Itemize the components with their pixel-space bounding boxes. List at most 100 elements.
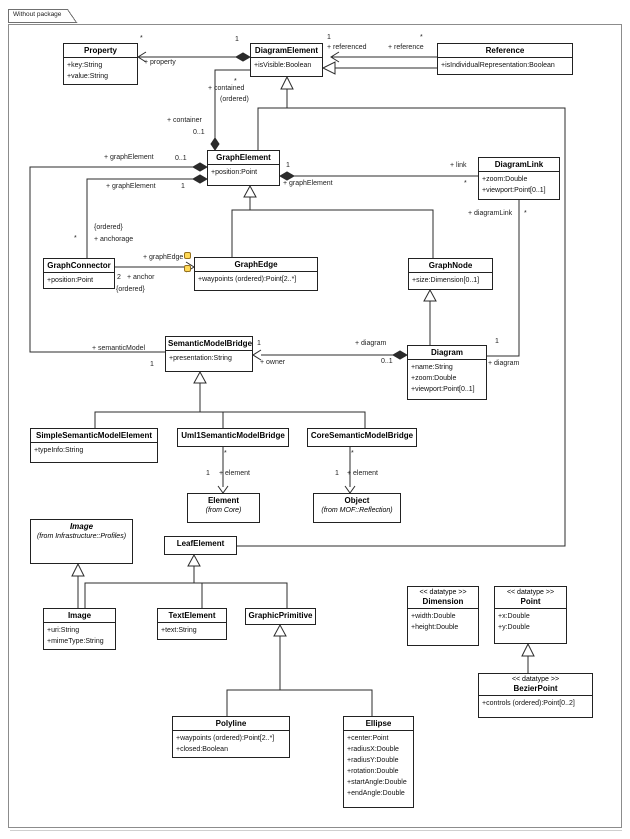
edge-label: 1 bbox=[181, 183, 185, 190]
class-attribute: +x:Double bbox=[498, 613, 530, 620]
class-title: SimpleSemanticModelElement bbox=[31, 429, 157, 442]
class-bezier-point[interactable]: << datatype >>BezierPoint+controls (orde… bbox=[478, 673, 593, 718]
class-attribute: +controls (ordered):Point[0..2] bbox=[482, 700, 575, 707]
class-graph-connector[interactable]: GraphConnector +position:Point bbox=[43, 258, 115, 289]
edge-label: + diagram bbox=[355, 340, 387, 347]
class-attribute: +height:Double bbox=[411, 624, 459, 631]
edge-label: + reference bbox=[388, 44, 424, 51]
composition-diamond-icon bbox=[191, 174, 209, 184]
class-simple-semantic-model-element[interactable]: SimpleSemanticModelElement+typeInfo:Stri… bbox=[30, 428, 158, 463]
class-name: Polyline bbox=[215, 719, 247, 728]
edge-label: + graphElement bbox=[283, 180, 333, 187]
class-leaf-element[interactable]: LeafElement bbox=[164, 536, 237, 555]
edge-label: + diagramLink bbox=[468, 210, 513, 217]
class-attribute: +uri:String bbox=[47, 627, 80, 634]
class-title: GraphEdge bbox=[195, 258, 317, 271]
class-diagram-link[interactable]: DiagramLink +zoom:Double+viewport:Point[0… bbox=[478, 157, 560, 200]
edge-label: + element bbox=[219, 470, 250, 477]
edge-label: 1 bbox=[206, 470, 210, 477]
class-name: CoreSemanticModelBridge bbox=[310, 431, 414, 440]
edge-label: * bbox=[351, 450, 354, 457]
class-attribute: +startAngle:Double bbox=[347, 779, 407, 786]
class-graphic-primitive[interactable]: GraphicPrimitive bbox=[245, 608, 316, 625]
edge-label: 0..1 bbox=[381, 358, 393, 365]
class-title: DiagramElement bbox=[251, 44, 322, 57]
class-name: GraphConnector bbox=[47, 261, 111, 270]
class-attribute: +presentation:String bbox=[169, 355, 232, 362]
class-graph-edge[interactable]: GraphEdge+waypoints (ordered):Point[2..*… bbox=[194, 257, 318, 291]
class-name: Diagram bbox=[430, 348, 463, 357]
class-attributes: +zoom:Double+viewport:Point[0..1] bbox=[479, 171, 559, 199]
package-tab[interactable]: Without package bbox=[13, 10, 61, 20]
composition-diamond-icon bbox=[278, 171, 296, 181]
class-semantic-model-bridge[interactable]: SemanticModelBridge +presentation:String bbox=[165, 336, 253, 372]
class-attribute: +size:Dimension[0..1] bbox=[412, 277, 480, 284]
edge-label: 1 bbox=[327, 34, 331, 41]
class-attribute: +width:Double bbox=[411, 613, 456, 620]
edge-label: 1 bbox=[150, 361, 154, 368]
class-image-profiles[interactable]: Image(from Infrastructure::Profiles) bbox=[30, 519, 133, 564]
class-reference[interactable]: Reference+isIndividualRepresentation:Boo… bbox=[437, 43, 573, 75]
class-graph-node[interactable]: GraphNode +size:Dimension[0..1] bbox=[408, 258, 493, 290]
class-attribute: +text:String bbox=[161, 627, 197, 634]
gen-graphicprimitive-bus bbox=[226, 636, 373, 716]
class-name: DiagramElement bbox=[254, 46, 319, 55]
class-text-element[interactable]: TextElement +text:String bbox=[157, 608, 227, 640]
edge-label: + property bbox=[144, 59, 176, 66]
class-attribute: +rotation:Double bbox=[347, 768, 399, 775]
class-attributes: +width:Double +height:Double bbox=[408, 608, 478, 645]
class-title: Reference bbox=[438, 44, 572, 57]
class-image[interactable]: Image+uri:String+mimeType:String bbox=[43, 608, 116, 650]
class-element[interactable]: Element(from Core) bbox=[187, 493, 260, 523]
package-tab-label: Without package bbox=[13, 11, 62, 18]
edge-label: * bbox=[464, 180, 467, 187]
class-title: << datatype >>Point bbox=[495, 587, 566, 608]
edge-label: * bbox=[234, 78, 237, 85]
gen-diagramelement-bus bbox=[237, 89, 566, 547]
edge-label: * bbox=[224, 450, 227, 457]
class-polyline[interactable]: Polyline +waypoints (ordered):Point[2..*]… bbox=[172, 716, 290, 758]
class-core-semantic-model-bridge[interactable]: CoreSemanticModelBridge bbox=[307, 428, 417, 447]
class-attributes: +position:Point bbox=[44, 272, 114, 288]
open-arrow-icon bbox=[344, 485, 356, 494]
class-name: Property bbox=[84, 46, 117, 55]
class-title: GraphConnector bbox=[44, 259, 114, 272]
class-name: BezierPoint bbox=[513, 684, 558, 693]
edge-label: 2 bbox=[117, 274, 121, 281]
generalization-triangle-icon bbox=[71, 562, 85, 577]
class-point[interactable]: << datatype >>Point+x:Double+y:Double bbox=[494, 586, 567, 644]
class-diagram-element[interactable]: DiagramElement+isVisible:Boolean bbox=[250, 43, 323, 77]
class-attributes: +center:Point+radiusX:Double+radiusY:Dou… bbox=[344, 730, 413, 807]
class-title: DiagramLink bbox=[479, 158, 559, 171]
class-name: TextElement bbox=[168, 611, 216, 620]
class-name: Image bbox=[67, 611, 92, 620]
critic-icon[interactable] bbox=[184, 252, 191, 259]
class-attributes: +waypoints (ordered):Point[2..*]+closed:… bbox=[173, 730, 289, 757]
class-dimension[interactable]: << datatype >>Dimension+width:Double+hei… bbox=[407, 586, 479, 646]
class-ellipse[interactable]: Ellipse+center:Point+radiusX:Double+radi… bbox=[343, 716, 414, 808]
edge-label: + anchorage bbox=[94, 236, 134, 243]
class-attributes: +isIndividualRepresentation:Boolean bbox=[438, 57, 572, 74]
class-uml1-semantic-model-bridge[interactable]: Uml1SemanticModelBridge bbox=[177, 428, 289, 447]
critic-icon[interactable] bbox=[184, 265, 191, 272]
edge-label: {ordered} bbox=[94, 224, 123, 231]
class-name: DiagramLink bbox=[494, 160, 544, 169]
class-attribute: +position:Point bbox=[211, 169, 258, 176]
class-name: GraphicPrimitive bbox=[248, 611, 313, 620]
class-attributes: +presentation:String bbox=[166, 350, 252, 371]
class-name: SemanticModelBridge bbox=[168, 339, 253, 348]
class-property[interactable]: Property+key:String+value:String bbox=[63, 43, 138, 85]
edge-label: + container bbox=[167, 117, 202, 124]
class-title: Polyline bbox=[173, 717, 289, 730]
class-diagram[interactable]: Diagram+name:String+zoom:Double+viewport… bbox=[407, 345, 487, 400]
class-graph-element[interactable]: GraphElement+position:Point bbox=[207, 150, 280, 186]
class-name: GraphNode bbox=[428, 261, 473, 270]
edge-label: * bbox=[420, 34, 423, 41]
generalization-triangle-icon bbox=[243, 184, 257, 198]
class-title: GraphicPrimitive bbox=[246, 609, 315, 622]
class-attribute: +viewport:Point[0..1] bbox=[482, 187, 546, 194]
comp-contained bbox=[214, 69, 250, 138]
class-object[interactable]: Object(from MOF::Reflection) bbox=[313, 493, 401, 523]
class-stereotype: << datatype >> bbox=[506, 589, 555, 596]
class-name: Point bbox=[520, 597, 541, 606]
